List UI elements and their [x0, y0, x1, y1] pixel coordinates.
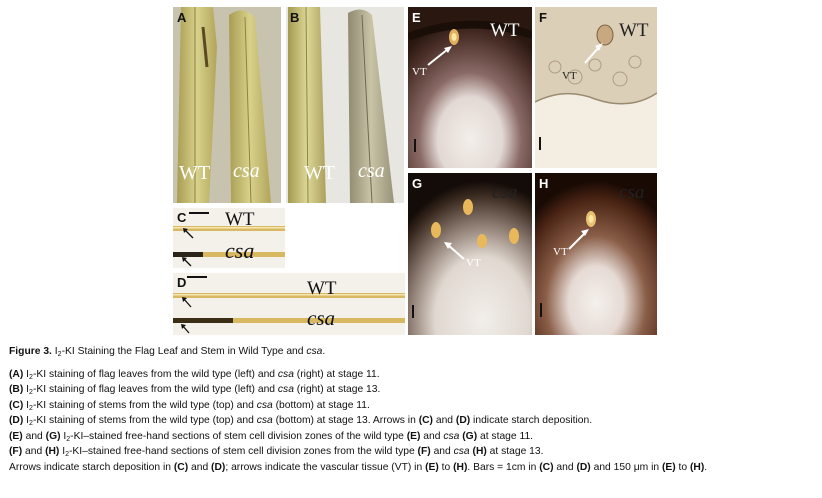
- vascular-bundle: [596, 24, 614, 46]
- panel-a-wt-label: WT: [179, 162, 211, 184]
- panel-c-stems: [173, 212, 285, 267]
- panel-b-flag-leaf-stage13: B WT csa: [286, 7, 404, 203]
- scale-bar: [414, 139, 416, 152]
- vt-arrow: [447, 244, 465, 260]
- caption-c: (C) I2-KI staining of stems from the wil…: [9, 399, 370, 412]
- panel-a-csa-label: csa: [233, 160, 260, 182]
- panel-g-label: G: [412, 176, 423, 191]
- panel-h-csa-section-stage13: H csa VT: [535, 173, 657, 335]
- panel-e-micrograph: [408, 7, 532, 168]
- panel-e-vt-label: VT: [412, 66, 427, 78]
- scale-bar: [412, 305, 414, 318]
- figure-caption: Figure 3. I2-KI Staining the Flag Leaf a…: [9, 344, 817, 475]
- vt-arrow: [568, 232, 586, 250]
- panel-d-stems: [173, 276, 405, 334]
- panel-d-wt-label: WT: [307, 278, 337, 299]
- caption-eg: (E) and (G) I2-KI–stained free-hand sect…: [9, 430, 534, 443]
- vascular-bundle: [431, 222, 441, 238]
- panel-d-label: D: [177, 275, 187, 290]
- panel-e-label: E: [412, 10, 421, 25]
- csa-leaf: [229, 10, 271, 203]
- panel-c-stems-stage11: C WT csa: [173, 208, 285, 268]
- panel-f-genotype-label: WT: [619, 20, 649, 41]
- panel-f-vt-label: VT: [562, 70, 577, 82]
- panel-e-wt-section-stage11: E WT VT: [408, 7, 532, 168]
- csa-stem: [173, 318, 405, 323]
- panel-a-flag-leaf-stage11: A WT csa: [173, 7, 281, 203]
- panel-f-label: F: [539, 10, 547, 25]
- panel-h-vt-label: VT: [553, 246, 568, 258]
- panel-g-csa-section-stage11: G csa VT: [408, 173, 532, 335]
- panel-b-wt-label: WT: [304, 162, 336, 184]
- vt-arrow: [584, 46, 600, 64]
- panel-h-micrograph: [535, 173, 657, 335]
- csa-leaf: [348, 9, 394, 203]
- panel-e-genotype-label: WT: [490, 20, 520, 41]
- panel-d-stems-stage13: D WT csa: [173, 273, 405, 335]
- panel-f-wt-section-stage13: F WT VT: [535, 7, 657, 168]
- scale-bar: [539, 137, 541, 150]
- caption-b: (B) I2-KI staining of flag leaves from t…: [9, 384, 381, 396]
- caption-last: Arrows indicate starch deposition in (C)…: [9, 461, 708, 473]
- panel-g-genotype-label: csa: [492, 182, 518, 203]
- panel-c-csa-label: csa: [225, 238, 255, 263]
- panel-a-label: A: [177, 10, 187, 25]
- panel-b-label: B: [290, 10, 300, 25]
- panel-h-label: H: [539, 176, 549, 191]
- panel-c-wt-label: WT: [225, 209, 255, 230]
- caption-d: (D) I2-KI staining of stems from the wil…: [9, 415, 593, 427]
- panel-f-micrograph: [535, 7, 657, 168]
- panel-b-leaves: [286, 7, 404, 203]
- vt-arrow: [427, 48, 449, 66]
- panel-b-csa-label: csa: [358, 160, 385, 182]
- caption-title: Figure 3. I2-KI Staining the Flag Leaf a…: [9, 346, 326, 358]
- panel-d-csa-label: csa: [307, 306, 335, 330]
- panel-g-micrograph: [408, 173, 532, 335]
- panel-c-label: C: [177, 210, 187, 225]
- caption-fh: (F) and (H) I2-KI–stained free-hand sect…: [9, 446, 544, 458]
- scale-bar: [540, 303, 542, 317]
- csa-stem: [173, 252, 285, 257]
- panel-g-vt-label: VT: [466, 257, 481, 269]
- caption-a: (A) I2-KI staining of flag leaves from t…: [9, 368, 380, 381]
- panel-a-leaves: [173, 7, 281, 203]
- panel-h-genotype-label: csa: [619, 182, 645, 203]
